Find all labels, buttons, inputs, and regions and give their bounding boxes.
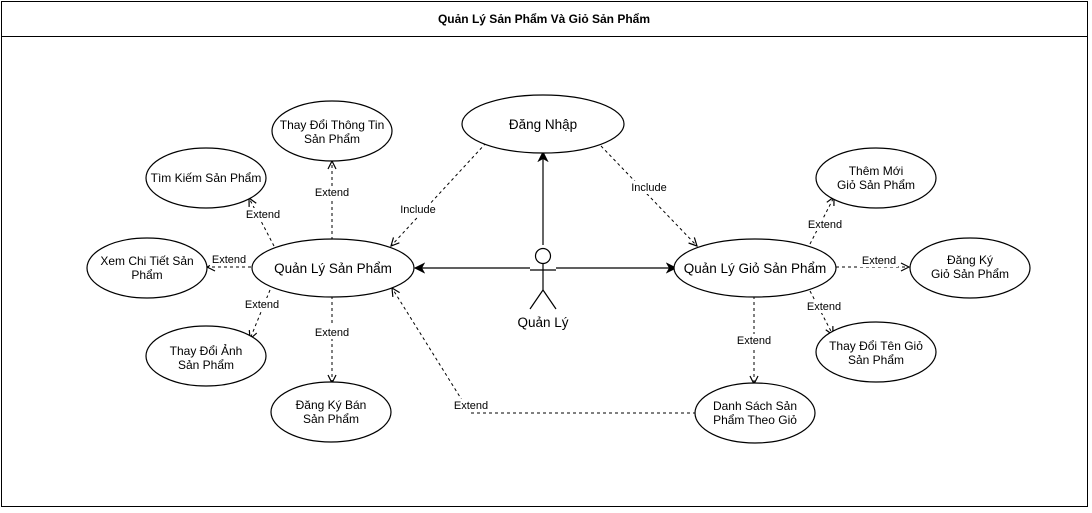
extend-label-add-cart: Extend	[808, 219, 842, 231]
usecase-manage-cart: Quản Lý Giỏ Sản Phẩm	[673, 238, 837, 298]
usecase-search-product-label: Tìm Kiếm Sản Phẩm	[151, 171, 262, 185]
usecase-login-label: Đăng Nhập	[509, 117, 577, 132]
usecase-rename-cart: Thay Đổi Tên Giỏ Sản Phẩm	[815, 321, 937, 383]
usecase-register-sale: Đăng Ký Bán Sản Phẩm	[270, 381, 392, 443]
usecase-view-detail-line2: Phẩm	[131, 268, 162, 282]
usecase-rename-cart-line2: Sản Phẩm	[848, 353, 904, 367]
usecase-view-detail-line1: Xem Chi Tiết Sản	[100, 254, 193, 268]
extend-label-info: Extend	[315, 187, 349, 199]
extend-label-search: Extend	[246, 209, 280, 221]
extend-list-to-product-line	[392, 288, 696, 414]
include-login-cart-line	[600, 145, 697, 246]
usecase-rename-cart-line1: Thay Đổi Tên Giỏ	[829, 339, 923, 353]
actor-label: Quản Lý	[517, 315, 568, 330]
usecase-change-info: Thay Đổi Thông Tin Sản Phẩm	[271, 100, 393, 162]
usecase-register-cart: Đăng Ký Giỏ Sản Phẩm	[909, 237, 1031, 299]
extend-label-sale: Extend	[315, 327, 349, 339]
usecase-change-image: Thay Đổi Ảnh Sản Phẩm	[145, 325, 267, 387]
include-label-right: Include	[631, 182, 666, 194]
usecase-change-info-line1: Thay Đổi Thông Tin	[280, 118, 385, 132]
extend-label-image: Extend	[245, 299, 279, 311]
usecase-register-cart-line1: Đăng Ký	[947, 253, 993, 267]
usecase-list-by-cart-line1: Danh Sách Sản	[713, 399, 797, 413]
actor-manager: Quản Lý	[517, 247, 569, 330]
usecase-change-info-line2: Sản Phẩm	[304, 132, 360, 146]
actor-right-leg	[542, 289, 557, 310]
actor-head	[534, 247, 552, 265]
extend-label-list-cart: Extend	[737, 335, 771, 347]
usecase-register-sale-line1: Đăng Ký Bán	[296, 398, 367, 412]
extend-label-detail: Extend	[212, 254, 246, 266]
usecase-list-by-cart: Danh Sách Sản Phẩm Theo Giỏ	[694, 382, 816, 444]
usecase-add-cart: Thêm Mới Giỏ Sản Phẩm	[815, 147, 937, 209]
include-label-left: Include	[400, 204, 435, 216]
usecase-register-sale-line2: Sản Phẩm	[303, 412, 359, 426]
usecase-list-by-cart-line2: Phẩm Theo Giỏ	[713, 413, 797, 427]
usecase-login: Đăng Nhập	[461, 94, 625, 154]
extend-label-rename-cart: Extend	[807, 301, 841, 313]
usecase-manage-cart-label: Quản Lý Giỏ Sản Phẩm	[684, 261, 827, 276]
usecase-manage-product: Quản Lý Sản Phẩm	[251, 238, 415, 298]
usecase-change-image-line2: Sản Phẩm	[178, 358, 234, 372]
usecase-search-product: Tìm Kiếm Sản Phẩm	[145, 147, 267, 209]
usecase-add-cart-line2: Giỏ Sản Phẩm	[837, 178, 915, 192]
usecase-change-image-line1: Thay Đổi Ảnh	[170, 343, 243, 358]
extend-label-list-to-product: Extend	[454, 400, 488, 412]
usecase-register-cart-line2: Giỏ Sản Phẩm	[931, 267, 1009, 281]
extend-label-register-cart: Extend	[862, 255, 896, 267]
actor-left-leg	[529, 289, 544, 310]
usecase-add-cart-line1: Thêm Mới	[849, 164, 904, 178]
include-login-product-line	[391, 142, 487, 246]
usecase-view-detail: Xem Chi Tiết Sản Phẩm	[86, 237, 208, 299]
diagram-title: Quản Lý Sản Phẩm Và Giỏ Sản Phẩm	[438, 12, 650, 26]
usecase-manage-product-label: Quản Lý Sản Phẩm	[274, 261, 392, 276]
